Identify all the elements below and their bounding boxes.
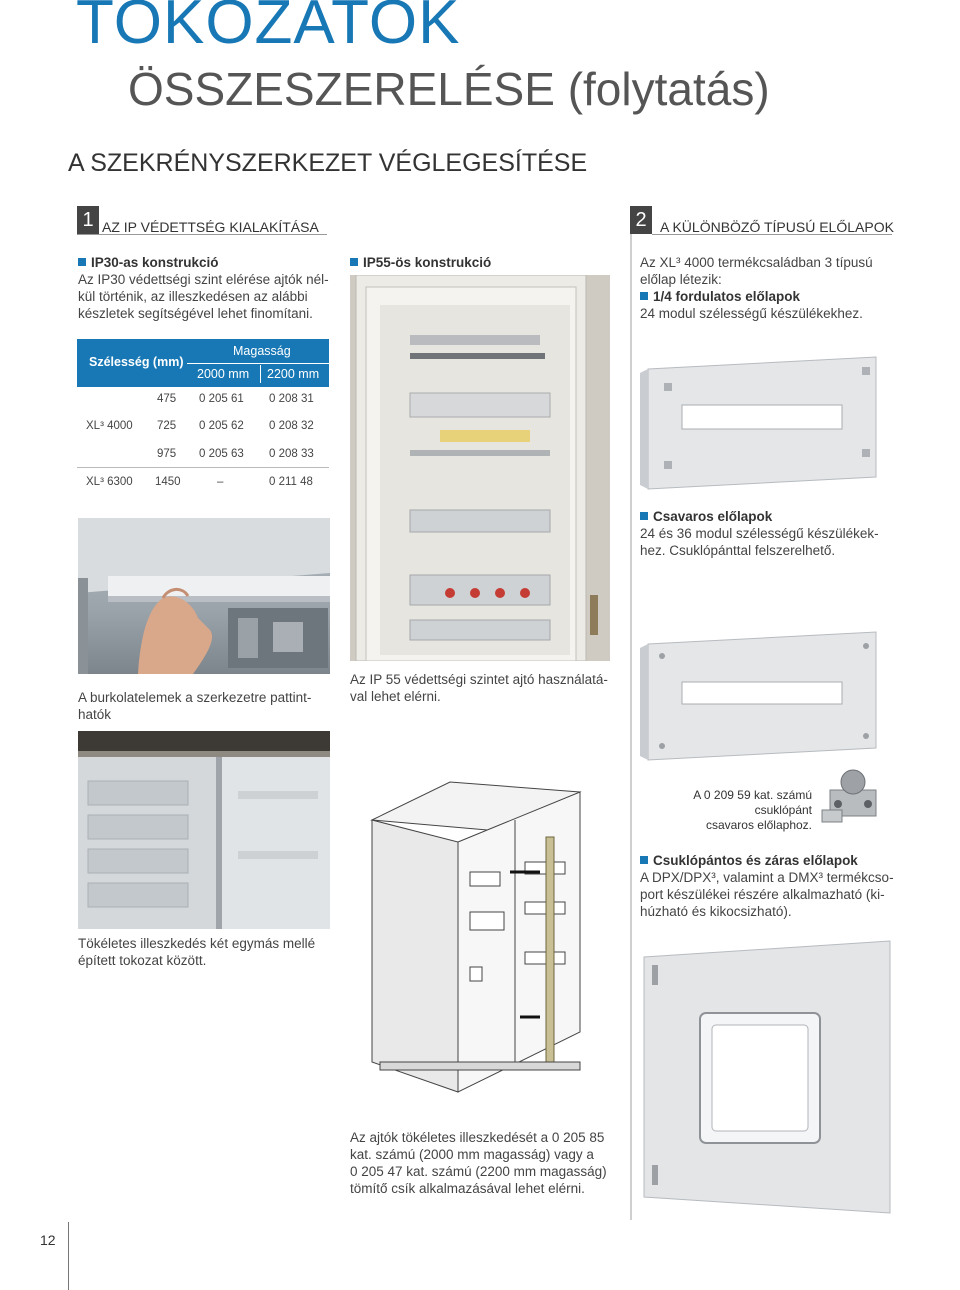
- section-heading: A SZEKRÉNYSZERKEZET VÉGLEGESÍTÉSE: [68, 149, 588, 177]
- caption-line: Tökéletes illeszkedés két egymás mellé: [78, 936, 316, 951]
- ip55-title: IP55-ös konstrukció: [363, 255, 492, 270]
- divider: [652, 234, 892, 235]
- hinged-plates-block: Csuklópántos és záras előlapok A DPX/DPX…: [640, 852, 896, 920]
- table-cell: –: [217, 476, 224, 488]
- quarter-turn-plate: [640, 353, 890, 493]
- table-header-height: Magasság: [233, 344, 291, 358]
- ip55-heading: IP55-ös konstrukció: [350, 254, 491, 271]
- caption-doors: Az ajtók tökéletes illeszkedését a 0 205…: [350, 1129, 612, 1197]
- enclosure-drawing: [350, 762, 610, 1120]
- ip30-line: kül történik, az illeszkedésen az alábbi: [78, 289, 308, 304]
- bullet-icon: [78, 258, 86, 266]
- ip30-block: IP30-as konstrukció Az IP30 védettségi s…: [78, 254, 330, 322]
- screw-line: 24 és 36 modul szélességű készülékek-: [640, 526, 879, 541]
- column-divider: [630, 206, 632, 1220]
- caption-clip: A burkolatelemek a szerkezetre pattint- …: [78, 689, 330, 723]
- ip30-line: készletek segítségével lehet finomítani.: [78, 306, 313, 321]
- enclosure-drawing-art: [350, 762, 610, 1120]
- table-cell: 725: [157, 420, 177, 432]
- hinged-line: port készülékei részére alkalmazható (ki…: [640, 887, 885, 902]
- ip55-cabinet-art: [350, 275, 610, 661]
- table-cell: 0 205 62: [199, 420, 244, 432]
- hinged-plates-title: Csuklópántos és záras előlapok: [653, 853, 858, 868]
- table-cell: 0 208 31: [269, 393, 314, 405]
- screw-plates-block: Csavaros előlapok 24 és 36 modul széless…: [640, 508, 896, 559]
- hinged-line: A DPX/DPX³, valamint a DMX³ termékcso-: [640, 870, 894, 885]
- hinge-art: [821, 769, 877, 823]
- caption-line: kat. számú (2000 mm magasság) vagy a: [350, 1147, 594, 1162]
- screw-plate-art: [640, 631, 877, 761]
- table-col-2000: 2000 mm: [197, 367, 250, 381]
- page-subtitle: ÖSSZESZERELÉSE (folytatás): [128, 63, 770, 115]
- screw-line: hez. Csuklópánttal felszerelhető.: [640, 543, 836, 558]
- table-cell: 0 208 32: [269, 420, 314, 432]
- hinge-photo: [818, 760, 890, 832]
- screw-plate: [640, 628, 890, 764]
- caption-line: Az IP 55 védettségi szintet ajtó használ…: [350, 672, 608, 687]
- bullet-icon: [640, 292, 648, 300]
- table-row-label: XL³ 6300: [86, 476, 133, 488]
- screw-plates-title: Csavaros előlapok: [653, 509, 773, 524]
- caption-line: A 0 209 59 kat. számú csuklópánt: [693, 788, 812, 817]
- section-2-number: 2: [630, 206, 652, 234]
- caption-line: val lehet elérni.: [350, 689, 441, 704]
- quarter-turn-text: 24 modul szélességű készülékekhez.: [640, 306, 863, 321]
- footer-divider: [68, 1222, 69, 1290]
- caption-line: hatók: [78, 707, 112, 722]
- ip55-cabinet-photo: [350, 275, 610, 661]
- front-plates-intro: Az XL³ 4000 termékcsaládban 3 típusú elő…: [640, 254, 896, 322]
- quarter-turn-plate-art: [640, 356, 877, 490]
- ip30-line: Az IP30 védettségi szint elérése ajtók n…: [78, 272, 329, 287]
- table-header: Szélesség (mm) Magasság 2000 mm 2200 mm: [77, 339, 329, 387]
- bullet-icon: [640, 512, 648, 520]
- quarter-turn-title: 1/4 fordulatos előlapok: [653, 289, 801, 304]
- table-cell: 0 205 63: [199, 448, 244, 460]
- table-cell: 0 205 61: [199, 393, 244, 405]
- table-header-width: Szélesség (mm): [89, 355, 184, 369]
- fit-photo-art: [78, 731, 330, 929]
- clip-photo-art: [78, 518, 330, 674]
- section-2-title: A KÜLÖNBÖZŐ TÍPUSÚ ELŐLAPOK: [660, 219, 894, 235]
- table-cell: 0 211 48: [269, 476, 313, 488]
- caption-fit: Tökéletes illeszkedés két egymás mellé é…: [78, 935, 330, 969]
- hinge-caption: A 0 209 59 kat. számú csuklópánt csavaro…: [640, 788, 812, 833]
- caption-line: csavaros előlaphoz.: [705, 818, 812, 832]
- table-header-sep: [260, 365, 261, 383]
- table-cell: 1450: [155, 476, 181, 488]
- bullet-icon: [350, 258, 358, 266]
- bullet-icon: [640, 856, 648, 864]
- table-col-2200: 2200 mm: [267, 367, 320, 381]
- table-row-label: XL³ 4000: [86, 420, 133, 432]
- intro-line: Az XL³ 4000 termékcsaládban 3 típusú: [640, 255, 873, 270]
- page-number: 12: [40, 1232, 56, 1248]
- table-cell: 975: [157, 448, 177, 460]
- divider: [77, 234, 327, 235]
- section-1-number: 1: [77, 206, 99, 234]
- intro-line: előlap létezik:: [640, 272, 722, 287]
- hinged-line: húzható és kikocsizható).: [640, 904, 792, 919]
- table-body: 475 0 205 61 0 208 31 XL³ 4000 725 0 205…: [77, 387, 329, 499]
- section-1-title: AZ IP VÉDETTSÉG KIALAKÍTÁSA: [102, 219, 319, 235]
- table-header-rule: [187, 363, 329, 364]
- fit-photo: [78, 731, 330, 929]
- caption-line: A burkolatelemek a szerkezetre pattint-: [78, 690, 312, 705]
- caption-line: Az ajtók tökéletes illeszkedését a 0 205…: [350, 1130, 605, 1145]
- hinged-plate-art: [643, 940, 891, 1214]
- caption-line: 0 205 47 kat. számú (2200 mm magasság): [350, 1164, 607, 1179]
- caption-line: épített tokozat között.: [78, 953, 207, 968]
- caption-line: tömítő csík alkalmazásával lehet elérni.: [350, 1181, 585, 1196]
- table-rule: [77, 467, 329, 468]
- table-cell: 475: [157, 393, 177, 405]
- clip-photo: [78, 518, 330, 674]
- hinged-plate: [640, 935, 896, 1220]
- ip30-title: IP30-as konstrukció: [91, 255, 219, 270]
- page-title: TOKOZATOK: [76, 0, 461, 57]
- table-cell: 0 208 33: [269, 448, 314, 460]
- caption-ip55: Az IP 55 védettségi szintet ajtó használ…: [350, 671, 610, 705]
